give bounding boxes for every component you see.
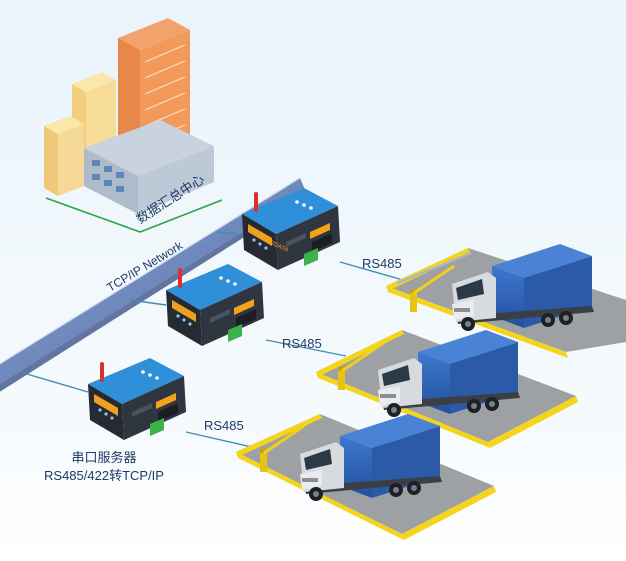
office-buildings-icon xyxy=(44,18,214,214)
network-device-links xyxy=(19,231,239,393)
rs485-label-2: RS485 xyxy=(282,336,322,351)
server-label-line2: RS485/422转TCP/IP xyxy=(44,468,164,483)
server-label-line1: 串口服务器 xyxy=(71,450,136,465)
tcp-ip-network-band xyxy=(0,177,306,392)
rs485-label-3: RS485 xyxy=(204,418,244,433)
rs485-label-1: RS485 xyxy=(362,256,402,271)
datacenter-link xyxy=(45,197,223,233)
rs485-links xyxy=(185,261,411,449)
